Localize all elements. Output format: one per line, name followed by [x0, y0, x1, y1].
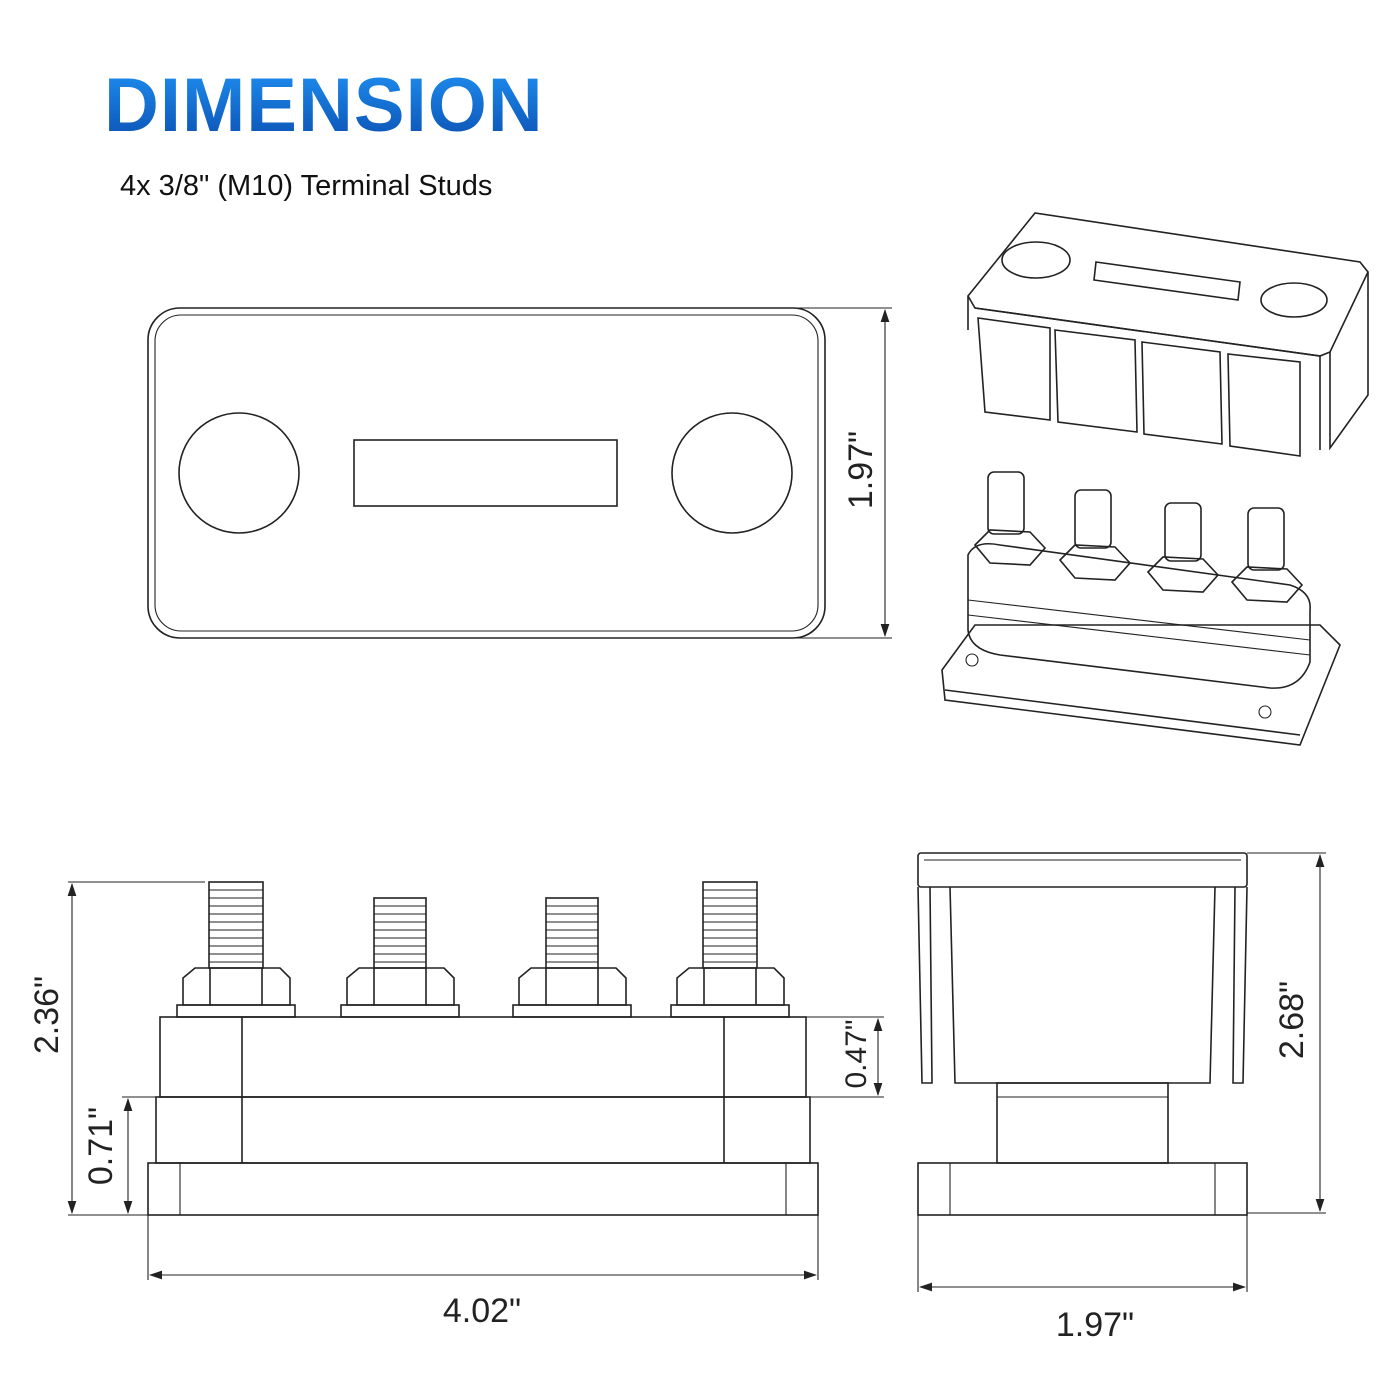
side-view: 2.68" 1.97" — [917, 852, 1326, 1344]
dim-side-width: 1.97" — [1056, 1306, 1134, 1344]
dim-front-base-height: 0.71" — [82, 1107, 120, 1185]
dim-front-block-height: 0.47" — [840, 1019, 873, 1088]
dim-top-view-width: 1.97" — [842, 431, 880, 509]
subtitle: 4x 3/8" (M10) Terminal Studs — [120, 170, 493, 202]
front-studs — [176, 881, 790, 1018]
dim-side-height: 2.68" — [1273, 981, 1311, 1059]
base-isometric — [941, 471, 1341, 746]
dim-front-height-total: 2.36" — [28, 976, 66, 1054]
front-view: 2.36" 0.71" 0.47" 4.02" — [28, 881, 884, 1330]
top-view: 1.97" — [147, 307, 892, 639]
page-title: DIMENSION — [104, 63, 544, 148]
dim-front-length: 4.02" — [443, 1292, 521, 1330]
stud-nut — [973, 471, 1304, 603]
cover-isometric — [967, 212, 1369, 457]
